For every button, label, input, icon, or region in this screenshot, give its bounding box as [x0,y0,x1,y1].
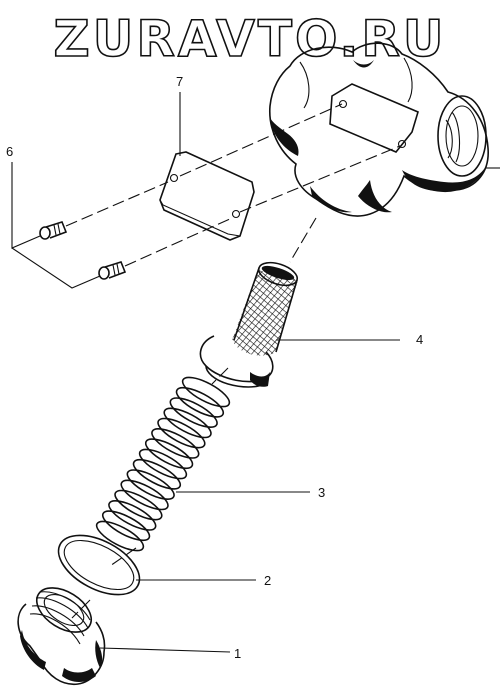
callout-3: 3 [318,485,325,500]
screw-lower [98,261,127,280]
threaded-plug [17,587,106,685]
spring-coil [108,500,157,531]
sealing-ring [57,534,141,596]
spring-coil [151,428,200,459]
spring-coil [144,438,194,470]
spring-coil [101,510,151,542]
callout-2: 2 [264,573,271,588]
spring-coil [181,376,231,408]
callout-6: 6 [6,144,13,159]
valve-housing [269,42,489,217]
spring-coil [169,397,218,428]
leader-1 [99,647,231,653]
spring-coil [163,407,212,439]
spring-coil [157,417,206,449]
spring-coil [138,448,188,480]
leader-6 [11,162,101,289]
screw-upper [39,221,68,240]
filter-strainer [199,261,299,388]
spring-coil [95,520,145,552]
cover-plate [159,151,255,241]
spring-coil [175,386,225,418]
spring-coil [132,458,182,490]
assembly-axis-lines [65,103,401,619]
callout-1: 1 [234,646,241,661]
spring [95,376,231,552]
callout-7: 7 [176,74,183,89]
spring-coil [114,489,163,521]
callout-4: 4 [416,332,423,347]
watermark-text: ZURAVTO.RU [54,10,447,68]
spring-coil [120,479,169,511]
spring-coil [126,469,175,500]
